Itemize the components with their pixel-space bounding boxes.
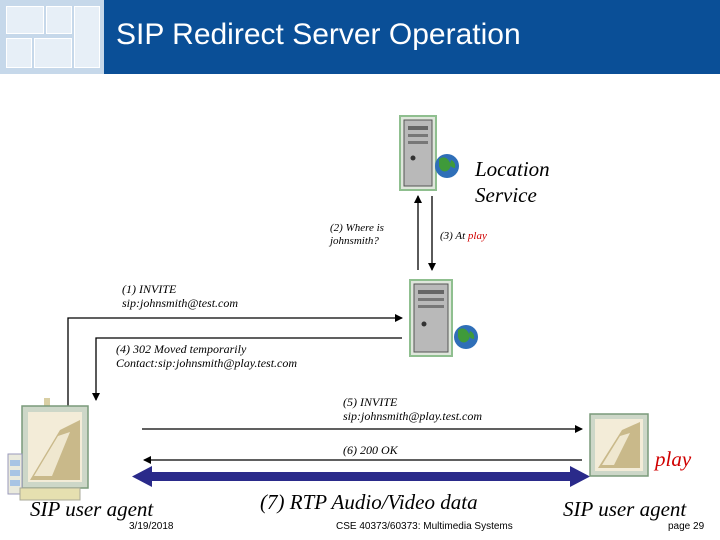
page-title: SIP Redirect Server Operation: [116, 18, 521, 51]
where-is-label: (2) Where is johnsmith?: [330, 222, 384, 248]
arrow-302: [92, 337, 402, 401]
header-decoration: [0, 0, 104, 74]
play-label: play: [655, 447, 692, 471]
left-computer-icon: [7, 398, 89, 501]
footer-course: CSE 40373/60373: Multimedia Systems: [336, 521, 513, 532]
at-play-value: play: [467, 230, 487, 242]
invite-label: (1) INVITE sip:johnsmith@test.com: [122, 282, 239, 311]
invite-play-label: (5) INVITE sip:johnsmith@play.test.com: [343, 395, 483, 424]
footer-date: 3/19/2018: [129, 521, 174, 532]
rtp-double-arrow: [132, 466, 590, 487]
ok-label: (6) 200 OK: [343, 443, 398, 457]
right-computer-icon: [589, 413, 649, 477]
arrow-invite: [67, 314, 403, 412]
at-play-label: (3) At play: [440, 230, 487, 242]
location-server-icon: [399, 115, 459, 191]
moved-label: (4) 302 Moved temporarily Contact:sip:jo…: [116, 342, 298, 371]
right-agent-label: SIP user agent: [563, 497, 687, 521]
location-service-label: Location Service: [475, 157, 550, 207]
left-agent-label: SIP user agent: [30, 497, 154, 521]
redirect-server-icon: [409, 279, 478, 357]
header-bar: [0, 0, 720, 74]
rtp-label: (7) RTP Audio/Video data: [260, 490, 478, 514]
footer-page: page 29: [668, 521, 705, 532]
